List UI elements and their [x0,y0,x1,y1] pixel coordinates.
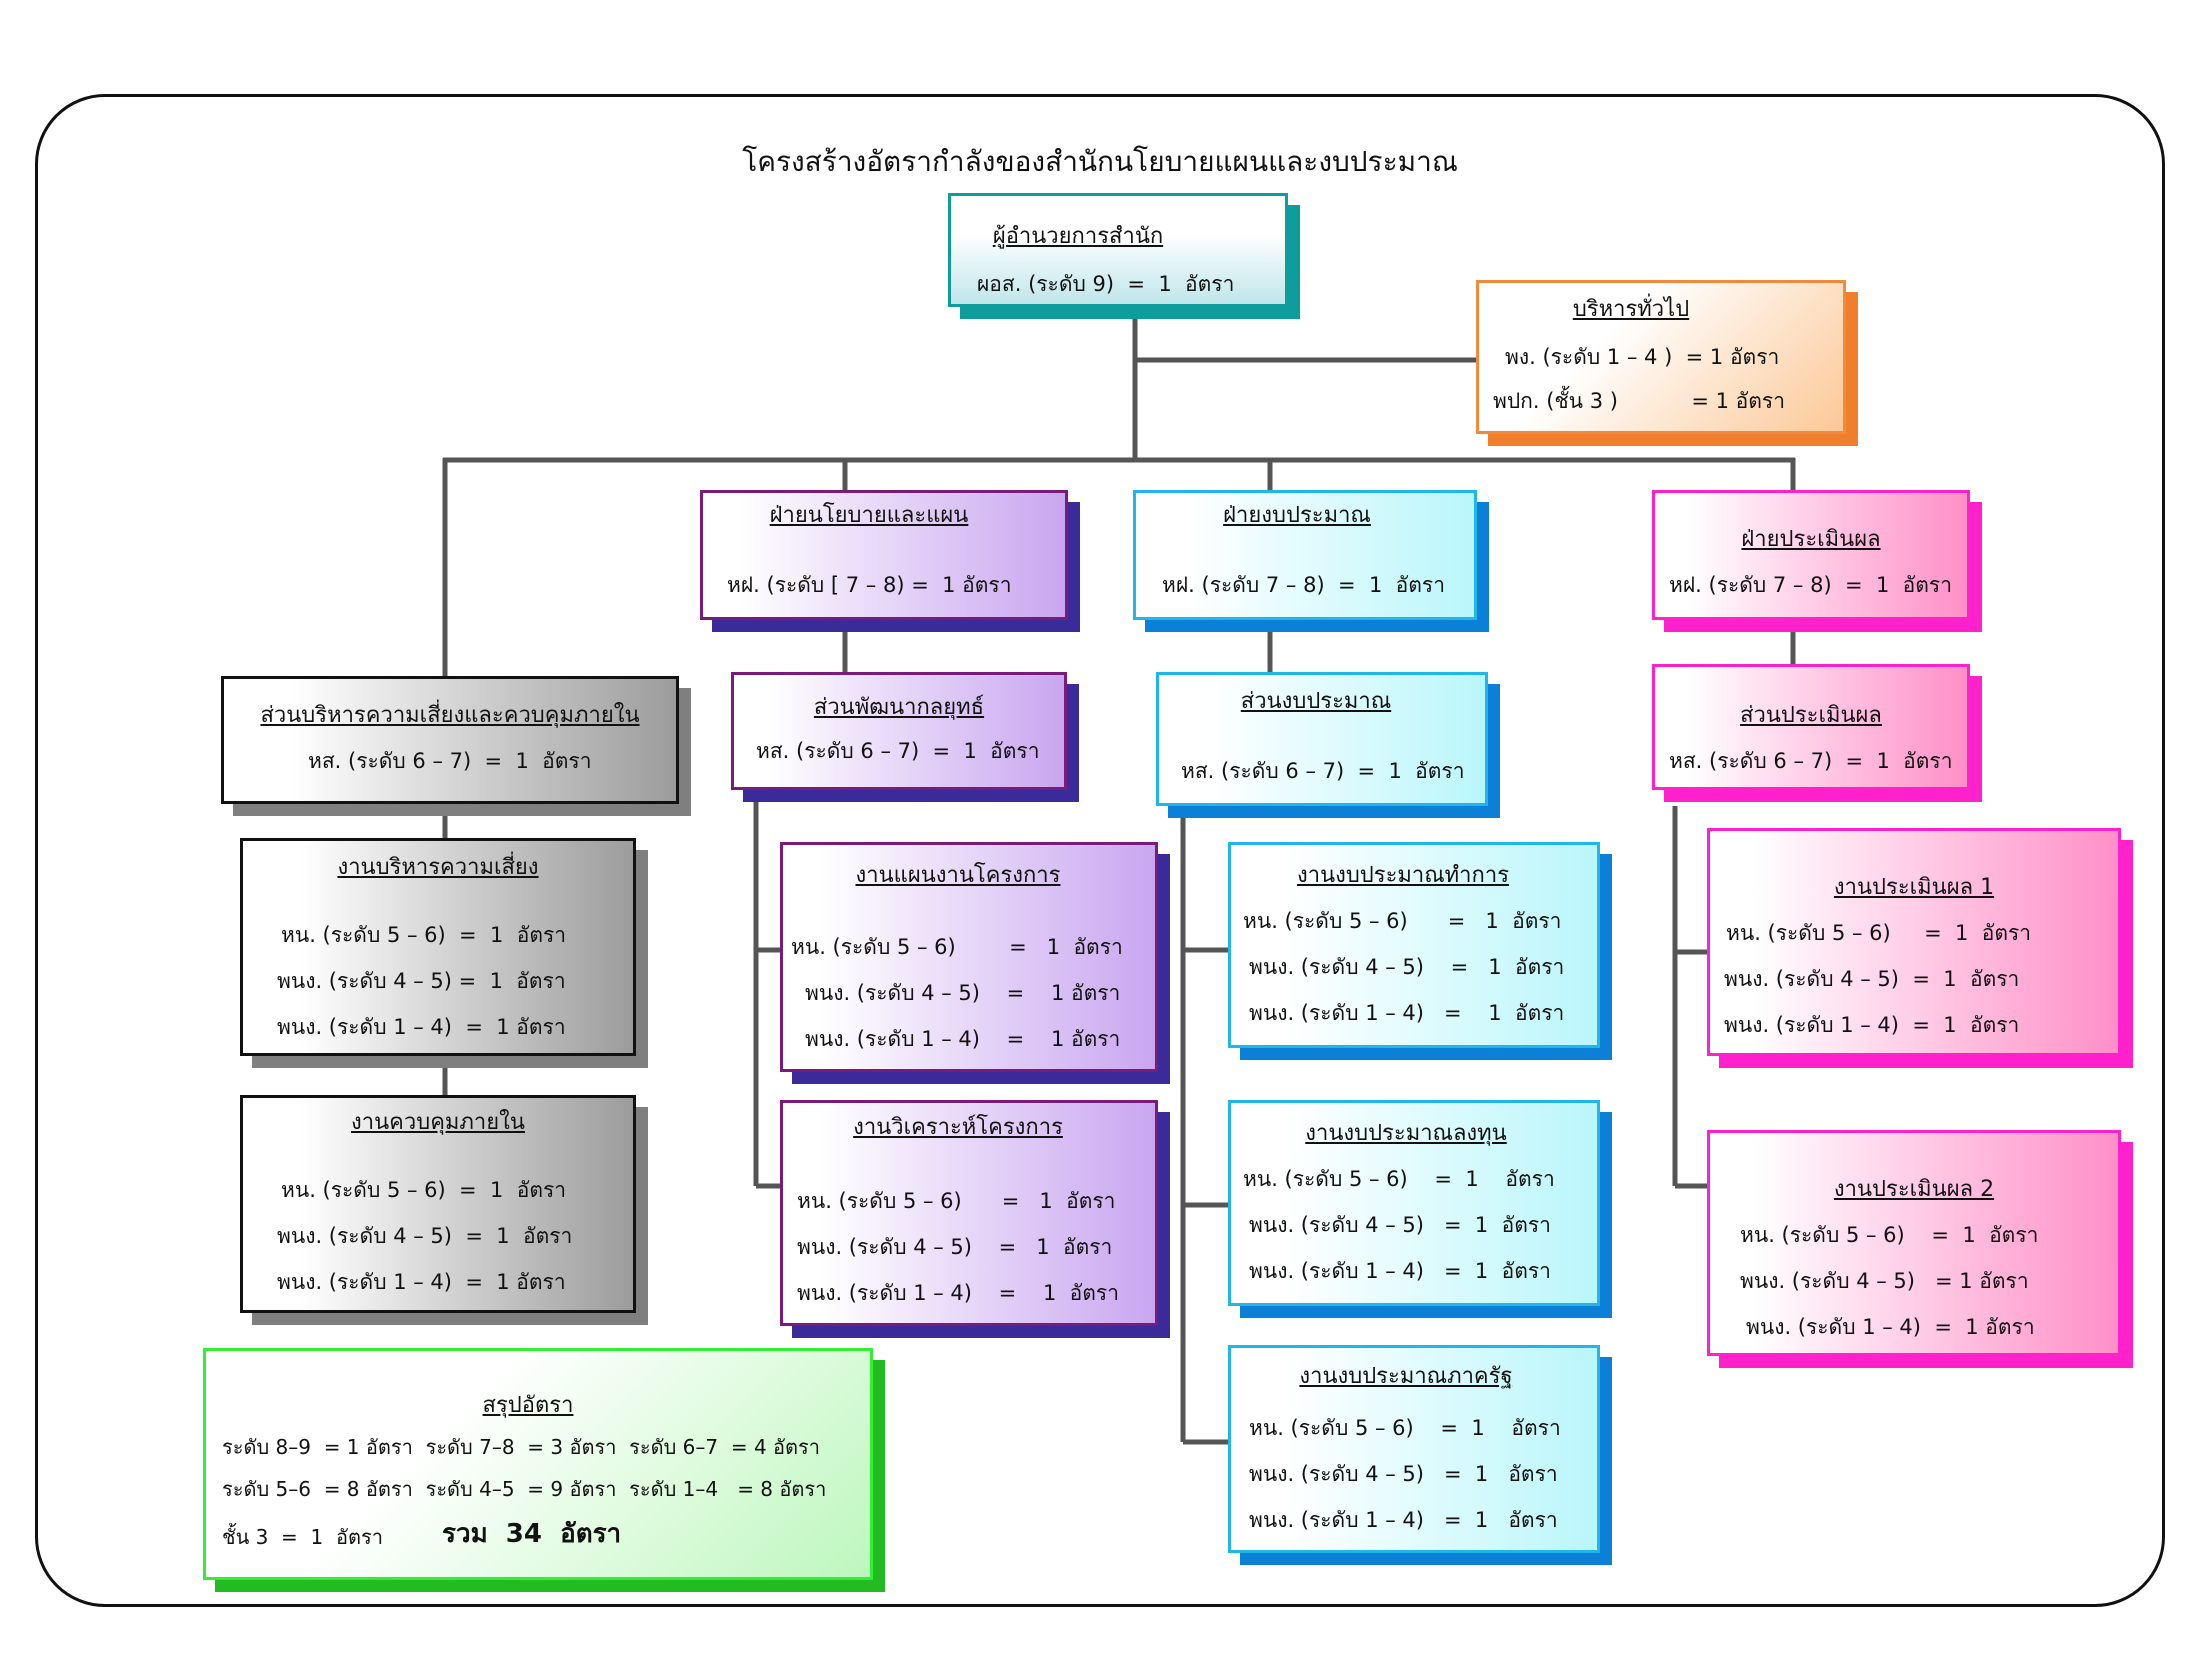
inv-budget-work-box: งานงบประมาณลงทุน หน. (ระดับ 5 – 6) = 1 อ… [1228,1100,1600,1306]
director-title: ผู้อำนวยการสำนัก [992,224,1164,249]
state-budget-work-title: งานงบประมาณภาครัฐ [1299,1364,1513,1389]
summary-total: รวม 34 อัตรา [442,1519,622,1549]
risk-work-line-2: พนง. (ระดับ 4 – 5) = 1 อัตรา [277,969,566,993]
risk-section-line-1: หส. (ระดับ 6 – 7) = 1 อัตรา [308,749,592,773]
summary-line-3: ชั้น 3 = 1 อัตรา [222,1525,383,1549]
control-work-line-2: พนง. (ระดับ 4 – 5) = 1 อัตรา [277,1224,573,1248]
page-frame [35,94,2165,1607]
control-work-line-3: พนง. (ระดับ 1 – 4) = 1 อัตรา [277,1270,566,1294]
summary-line-1: ระดับ 8–9 = 1 อัตรา ระดับ 7–8 = 3 อัตรา … [222,1435,821,1459]
control-work-line-1: หน. (ระดับ 5 – 6) = 1 อัตรา [281,1178,567,1202]
eval-dept-line-1: หฝ. (ระดับ 7 – 8) = 1 อัตรา [1669,573,1952,597]
budget-dept-title: ฝ่ายงบประมาณ [1223,503,1371,528]
risk-section-title: ส่วนบริหารความเสี่ยงและควบคุมภายใน [260,703,640,728]
eval-work-2-line-1: หน. (ระดับ 5 – 6) = 1 อัตรา [1740,1223,2039,1247]
op-budget-work-line-2: พนง. (ระดับ 4 – 5) = 1 อัตรา [1249,955,1565,979]
risk-work-title: งานบริหารความเสี่ยง [337,855,539,880]
eval-section-title: ส่วนประเมินผล [1740,703,1882,728]
general-admin-title: บริหารทั่วไป [1572,297,1690,322]
plan-work-line-2: พนง. (ระดับ 4 – 5) = 1 อัตรา [805,981,1121,1005]
director-box: ผู้อำนวยการสำนัก ผอส. (ระดับ 9) = 1 อัตร… [948,193,1288,307]
analysis-work-line-1: หน. (ระดับ 5 – 6) = 1 อัตรา [797,1189,1116,1213]
summary-line-2: ระดับ 5–6 = 8 อัตรา ระดับ 4–5 = 9 อัตรา … [222,1477,827,1501]
state-budget-work-line-2: พนง. (ระดับ 4 – 5) = 1 อัตรา [1249,1462,1558,1486]
plan-work-box: งานแผนงานโครงการ หน. (ระดับ 5 – 6) = 1 อ… [780,842,1158,1072]
risk-work-line-1: หน. (ระดับ 5 – 6) = 1 อัตรา [281,923,567,947]
op-budget-work-line-3: พนง. (ระดับ 1 – 4) = 1 อัตรา [1249,1001,1565,1025]
control-work-title: งานควบคุมภายใน [351,1110,525,1135]
state-budget-work-box: งานงบประมาณภาครัฐ หน. (ระดับ 5 – 6) = 1 … [1228,1345,1600,1553]
eval-dept-box: ฝ่ายประเมินผล หฝ. (ระดับ 7 – 8) = 1 อัตร… [1652,490,1970,620]
policy-dept-title: ฝ่ายนโยบายและแผน [769,503,969,528]
chart-title: โครงสร้างอัตรากำลังของสำนักนโยบายแผนและง… [742,145,1458,178]
budget-section-box: ส่วนงบประมาณ หส. (ระดับ 6 – 7) = 1 อัตรา [1156,672,1488,806]
eval-work-1-box: งานประเมินผล 1 หน. (ระดับ 5 – 6) = 1 อัต… [1707,828,2121,1056]
risk-section-box: ส่วนบริหารความเสี่ยงและควบคุมภายใน หส. (… [221,676,679,804]
general-admin-line-2: พปก. (ชั้น 3 ) = 1 อัตรา [1493,389,1786,413]
control-work-box: งานควบคุมภายใน หน. (ระดับ 5 – 6) = 1 อัต… [240,1095,636,1313]
budget-dept-line-1: หฝ. (ระดับ 7 – 8) = 1 อัตรา [1162,573,1445,597]
eval-work-2-title: งานประเมินผล 2 [1833,1177,1995,1202]
plan-work-line-1: หน. (ระดับ 5 – 6) = 1 อัตรา [791,935,1123,959]
plan-work-line-3: พนง. (ระดับ 1 – 4) = 1 อัตรา [805,1027,1121,1051]
state-budget-work-line-1: หน. (ระดับ 5 – 6) = 1 อัตรา [1249,1416,1561,1440]
eval-work-2-line-3: พนง. (ระดับ 1 – 4) = 1 อัตรา [1746,1315,2035,1339]
eval-dept-title: ฝ่ายประเมินผล [1741,527,1881,552]
general-admin-line-1: พง. (ระดับ 1 – 4 ) = 1 อัตรา [1505,345,1780,369]
op-budget-work-box: งานงบประมาณทำการ หน. (ระดับ 5 – 6) = 1 อ… [1228,842,1600,1048]
inv-budget-work-line-1: หน. (ระดับ 5 – 6) = 1 อัตรา [1243,1167,1555,1191]
eval-work-1-line-2: พนง. (ระดับ 4 – 5) = 1 อัตรา [1724,967,2020,991]
plan-work-title: งานแผนงานโครงการ [855,863,1061,888]
strategy-section-box: ส่วนพัฒนากลยุทธ์ หส. (ระดับ 6 – 7) = 1 อ… [731,672,1067,790]
budget-dept-box: ฝ่ายงบประมาณ หฝ. (ระดับ 7 – 8) = 1 อัตรา [1133,490,1477,620]
eval-section-box: ส่วนประเมินผล หส. (ระดับ 6 – 7) = 1 อัตร… [1652,664,1970,790]
eval-work-2-line-2: พนง. (ระดับ 4 – 5) = 1 อัตรา [1740,1269,2029,1293]
inv-budget-work-title: งานงบประมาณลงทุน [1305,1121,1507,1146]
policy-dept-line-1: หฝ. (ระดับ [ 7 – 8) = 1 อัตรา [727,573,1012,597]
analysis-work-line-3: พนง. (ระดับ 1 – 4) = 1 อัตรา [797,1281,1119,1305]
inv-budget-work-line-3: พนง. (ระดับ 1 – 4) = 1 อัตรา [1249,1259,1551,1283]
strategy-section-line-1: หส. (ระดับ 6 – 7) = 1 อัตรา [756,739,1040,763]
risk-work-box: งานบริหารความเสี่ยง หน. (ระดับ 5 – 6) = … [240,838,636,1056]
analysis-work-box: งานวิเคราะห์โครงการ หน. (ระดับ 5 – 6) = … [780,1100,1158,1326]
policy-dept-box: ฝ่ายนโยบายและแผน หฝ. (ระดับ [ 7 – 8) = 1… [700,490,1068,620]
eval-section-line-1: หส. (ระดับ 6 – 7) = 1 อัตรา [1669,749,1953,773]
eval-work-2-box: งานประเมินผล 2 หน. (ระดับ 5 – 6) = 1 อัต… [1707,1130,2121,1356]
director-line-1: ผอส. (ระดับ 9) = 1 อัตรา [977,272,1235,296]
summary-box: สรุปอัตรา ระดับ 8–9 = 1 อัตรา ระดับ 7–8 … [203,1348,873,1580]
eval-work-1-title: งานประเมินผล 1 [1833,875,1995,900]
risk-work-line-3: พนง. (ระดับ 1 – 4) = 1 อัตรา [277,1015,566,1039]
state-budget-work-line-3: พนง. (ระดับ 1 – 4) = 1 อัตรา [1249,1508,1558,1532]
budget-section-line-1: หส. (ระดับ 6 – 7) = 1 อัตรา [1181,759,1465,783]
inv-budget-work-line-2: พนง. (ระดับ 4 – 5) = 1 อัตรา [1249,1213,1551,1237]
strategy-section-title: ส่วนพัฒนากลยุทธ์ [813,695,985,720]
summary-title: สรุปอัตรา [482,1393,574,1418]
analysis-work-title: งานวิเคราะห์โครงการ [853,1115,1063,1140]
op-budget-work-title: งานงบประมาณทำการ [1296,863,1510,888]
eval-work-1-line-3: พนง. (ระดับ 1 – 4) = 1 อัตรา [1724,1013,2020,1037]
general-admin-box: บริหารทั่วไป พง. (ระดับ 1 – 4 ) = 1 อัตร… [1476,280,1846,434]
analysis-work-line-2: พนง. (ระดับ 4 – 5) = 1 อัตรา [797,1235,1113,1259]
op-budget-work-line-1: หน. (ระดับ 5 – 6) = 1 อัตรา [1243,909,1562,933]
eval-work-1-line-1: หน. (ระดับ 5 – 6) = 1 อัตรา [1726,921,2032,945]
budget-section-title: ส่วนงบประมาณ [1240,689,1392,714]
